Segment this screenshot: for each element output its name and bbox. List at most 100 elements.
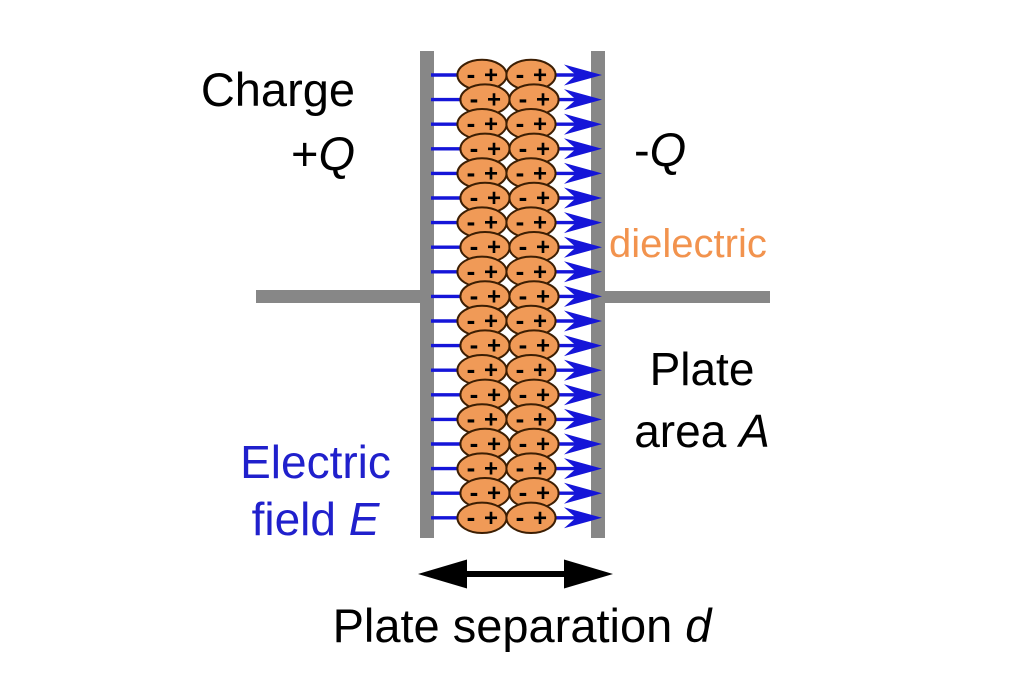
field-arrowhead: [564, 236, 602, 258]
dipole-minus-sign: -: [467, 354, 476, 384]
field-arrowhead: [564, 187, 602, 209]
dipole-minus-sign: -: [467, 59, 476, 89]
dipole-minus-sign: -: [470, 133, 479, 163]
dipole-plus-sign: +: [533, 259, 547, 286]
dipole-plus-sign: +: [487, 382, 501, 409]
field-arrowhead: [564, 285, 602, 307]
dipole-plus-sign: +: [487, 283, 501, 310]
dielectric-label: dielectric: [609, 222, 767, 266]
dipole-minus-sign: -: [516, 453, 525, 483]
dipole-plus-sign: +: [536, 431, 550, 458]
plate-area-line1: Plate: [649, 343, 755, 395]
field-arrowhead: [564, 507, 602, 529]
dipole-plus-sign: +: [484, 160, 498, 187]
dipole-plus-sign: +: [533, 505, 547, 532]
dipole-plus-sign: +: [533, 308, 547, 335]
dipole-minus-sign: -: [470, 280, 479, 310]
dipole-plus-sign: +: [536, 136, 550, 163]
dipole-minus-sign: -: [467, 108, 476, 138]
dipole: [456, 501, 508, 534]
dipole-plus-sign: +: [487, 185, 501, 212]
electric-field-label: Electric field E: [213, 434, 418, 548]
dipole-minus-sign: -: [467, 453, 476, 483]
field-arrowhead: [564, 310, 602, 332]
dipole-minus-sign: -: [470, 477, 479, 507]
dipole-plus-sign: +: [536, 87, 550, 114]
dipole-plus-sign: +: [533, 406, 547, 433]
charge-minus-q-label: -Q: [634, 123, 687, 176]
wire-right: [601, 291, 770, 303]
wire-left: [256, 290, 424, 303]
plate-area-line2: area A: [634, 405, 770, 457]
dipole-plus-sign: +: [487, 333, 501, 360]
dipole-minus-sign: -: [516, 305, 525, 335]
dipole-plus-sign: +: [484, 62, 498, 89]
dipole-minus-sign: -: [467, 502, 476, 532]
dipole-minus-sign: -: [516, 354, 525, 384]
dipole-plus-sign: +: [536, 283, 550, 310]
dipole-minus-sign: -: [519, 379, 528, 409]
dipole-minus-sign: -: [519, 477, 528, 507]
field-arrowhead: [564, 335, 602, 357]
dipole-plus-sign: +: [484, 308, 498, 335]
field-arrowhead: [564, 359, 602, 381]
charge-word: Charge: [200, 63, 355, 116]
field-arrowhead: [564, 113, 602, 135]
field-arrowhead: [564, 162, 602, 184]
dipole-minus-sign: -: [470, 428, 479, 458]
dipole-plus-sign: +: [536, 480, 550, 507]
plate-separation-label: Plate separation d: [332, 599, 712, 652]
dipole-minus-sign: -: [467, 305, 476, 335]
dipole-minus-sign: -: [467, 207, 476, 237]
field-arrowhead: [564, 408, 602, 430]
dipole-minus-sign: -: [519, 280, 528, 310]
field-arrowhead: [564, 458, 602, 480]
dipole-minus-sign: -: [467, 157, 476, 187]
dipole-plus-sign: +: [484, 210, 498, 237]
field-arrowhead: [564, 482, 602, 504]
dipole-minus-sign: -: [467, 403, 476, 433]
charge-value: +Q: [290, 127, 355, 180]
dipole-plus-sign: +: [487, 480, 501, 507]
dipole-plus-sign: +: [484, 505, 498, 532]
dipole-plus-sign: +: [533, 62, 547, 89]
dipole-minus-sign: -: [519, 133, 528, 163]
dipole-minus-sign: -: [519, 330, 528, 360]
dipole-minus-sign: -: [516, 502, 525, 532]
dipole-plus-sign: +: [484, 357, 498, 384]
dipole-minus-sign: -: [470, 379, 479, 409]
plate-left: [420, 51, 434, 538]
dipole-plus-sign: +: [487, 87, 501, 114]
field-arrowhead: [564, 89, 602, 111]
separation-arrowhead-left: [418, 559, 467, 589]
field-arrowhead: [564, 261, 602, 283]
separation-arrowhead-right: [564, 559, 613, 589]
dipole-minus-sign: -: [519, 428, 528, 458]
dipole: [505, 501, 557, 534]
dipole-minus-sign: -: [470, 231, 479, 261]
dipole-minus-sign: -: [516, 403, 525, 433]
dipole-minus-sign: -: [467, 256, 476, 286]
dipole-minus-sign: -: [519, 84, 528, 114]
dipole-minus-sign: -: [516, 59, 525, 89]
dipole-plus-sign: +: [536, 185, 550, 212]
dipole-plus-sign: +: [536, 234, 550, 261]
dipole-plus-sign: +: [487, 136, 501, 163]
electric-field-line2: field E: [251, 493, 380, 545]
dipole-plus-sign: +: [484, 111, 498, 138]
dipole-plus-sign: +: [533, 357, 547, 384]
charge-plus-q-label: Charge +Q: [150, 58, 355, 186]
dipole-plus-sign: +: [536, 333, 550, 360]
dipole-minus-sign: -: [516, 256, 525, 286]
dipole-plus-sign: +: [487, 431, 501, 458]
dipole-plus-sign: +: [533, 111, 547, 138]
field-arrowhead: [564, 138, 602, 160]
dipole-minus-sign: -: [519, 231, 528, 261]
dipole-plus-sign: +: [484, 259, 498, 286]
dipole-minus-sign: -: [516, 108, 525, 138]
dipole-minus-sign: -: [470, 182, 479, 212]
dipole-plus-sign: +: [487, 234, 501, 261]
dipole-minus-sign: -: [470, 330, 479, 360]
